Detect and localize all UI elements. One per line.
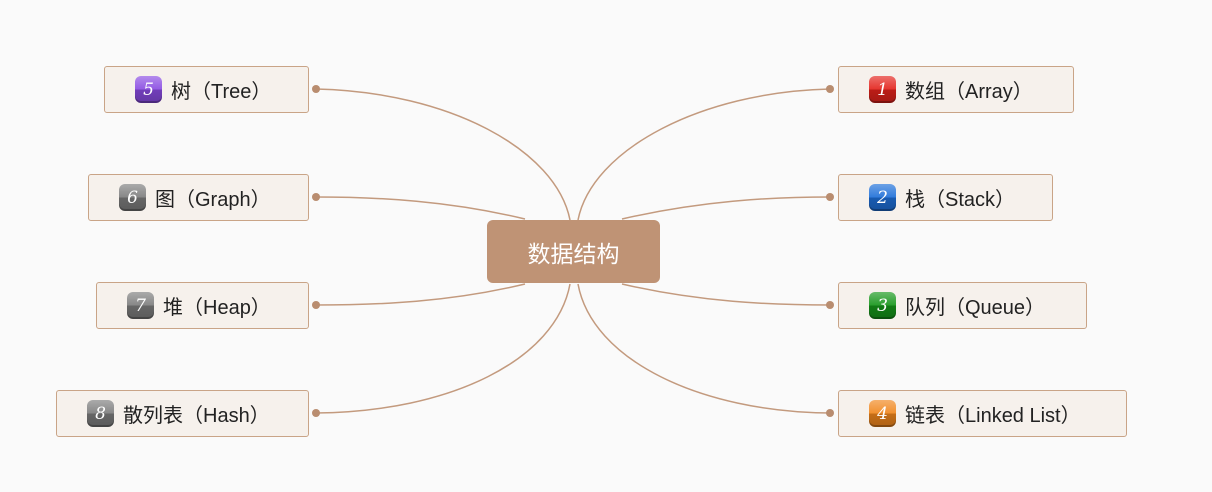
topic-array[interactable]: 1 数组（Array） (838, 66, 1074, 113)
central-topic[interactable]: 数据结构 (487, 220, 660, 283)
topic-label: 链表（Linked List） (905, 405, 1081, 427)
connector-graph (315, 196, 526, 220)
connector-hash (315, 283, 571, 414)
connector-heap (315, 283, 526, 306)
priority-8-icon: 8 (87, 400, 114, 427)
central-topic-label: 数据结构 (527, 240, 620, 267)
connector-dot (826, 409, 834, 417)
connector-dot (312, 85, 320, 93)
connector-dot (312, 409, 320, 417)
topic-hash[interactable]: 8 散列表（Hash） (56, 390, 309, 437)
connector-queue (621, 283, 831, 306)
topic-linked-list[interactable]: 4 链表（Linked List） (838, 390, 1127, 437)
topic-label: 散列表（Hash） (123, 405, 270, 427)
topic-label: 堆（Heap） (163, 297, 271, 319)
topic-tree[interactable]: 5 树（Tree） (104, 66, 309, 113)
topic-label: 图（Graph） (155, 189, 271, 211)
topic-label: 数组（Array） (905, 81, 1033, 103)
priority-7-icon: 7 (127, 292, 154, 319)
topic-stack[interactable]: 2 栈（Stack） (838, 174, 1053, 221)
priority-1-icon: 1 (869, 76, 896, 103)
connector-dot (826, 301, 834, 309)
connector-dot (312, 301, 320, 309)
topic-label: 队列（Queue） (905, 297, 1046, 319)
priority-5-icon: 5 (135, 76, 162, 103)
connector-array (577, 88, 831, 221)
topic-label: 树（Tree） (171, 81, 272, 103)
priority-2-icon: 2 (869, 184, 896, 211)
topic-graph[interactable]: 6 图（Graph） (88, 174, 309, 221)
connector-stack (621, 196, 831, 220)
connector-dot (826, 193, 834, 201)
topic-heap[interactable]: 7 堆（Heap） (96, 282, 309, 329)
priority-4-icon: 4 (869, 400, 896, 427)
topic-label: 栈（Stack） (905, 189, 1016, 211)
priority-6-icon: 6 (119, 184, 146, 211)
priority-3-icon: 3 (869, 292, 896, 319)
connector-tree (315, 88, 571, 221)
topic-queue[interactable]: 3 队列（Queue） (838, 282, 1087, 329)
connector-dot (826, 85, 834, 93)
connector-dot (312, 193, 320, 201)
connector-linked-list (577, 283, 831, 414)
